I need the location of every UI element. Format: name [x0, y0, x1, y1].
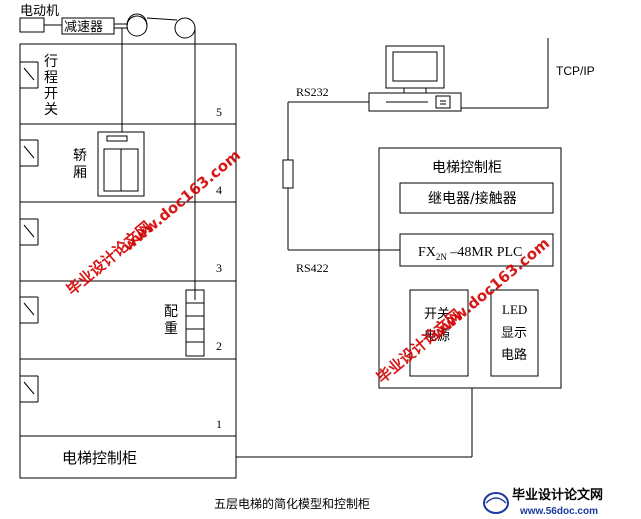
svg-text:程: 程	[44, 70, 58, 86]
plc-label: FX2N –48MR PLC	[418, 245, 522, 262]
limit-switch-4	[20, 139, 39, 167]
elevator-car	[97, 131, 145, 197]
logo-url: www.56doc.com	[519, 506, 598, 517]
converter-box	[282, 159, 294, 189]
relay-label: 继电器/接触器	[428, 190, 517, 207]
limit-switch-5	[20, 61, 39, 89]
computer-icon	[368, 45, 462, 112]
svg-text:关: 关	[44, 102, 58, 118]
svg-text:轿: 轿	[73, 148, 87, 164]
relay-box	[399, 182, 554, 214]
svg-text:配: 配	[164, 304, 178, 320]
limit-switch-3	[20, 218, 39, 246]
reducer-box	[61, 17, 115, 35]
svg-text:开: 开	[44, 86, 58, 102]
motor-icon	[19, 17, 45, 33]
motor-label: 电动机	[20, 4, 59, 19]
bottom-control-cabinet: 电梯控制柜	[19, 435, 237, 479]
cabinet-title: 电梯控制柜	[432, 160, 502, 176]
power-switch-box	[409, 289, 469, 377]
power-switch-label-top: 开关	[424, 307, 450, 322]
floor-number-2: 2	[216, 339, 222, 353]
motor-assembly: 电动机 减速器	[19, 4, 196, 300]
limit-switch-1	[20, 375, 39, 403]
limit-switch-label: 行 程 开 关	[44, 54, 58, 118]
counterweight	[185, 289, 205, 357]
guide-pulley	[174, 17, 196, 39]
power-switch-label-bottom: 电源	[424, 329, 450, 344]
floor-number-4: 4	[216, 183, 222, 197]
serial-link	[282, 101, 400, 251]
svg-text:重: 重	[164, 321, 178, 337]
floor-number-5: 5	[216, 105, 222, 119]
led-display-label: 显示	[501, 326, 527, 341]
limit-switches	[20, 61, 39, 403]
led-label: LED	[502, 302, 527, 317]
rs232-label: RS232	[296, 85, 329, 99]
svg-text:行: 行	[44, 54, 58, 70]
logo-title: 毕业设计论文网	[512, 487, 603, 503]
traction-pulley	[126, 15, 148, 37]
reducer-label: 减速器	[64, 20, 103, 35]
control-cabinet: 电梯控制柜 继电器/接触器 FX2N –48MR PLC 开关 电源 LED 显…	[378, 147, 562, 389]
plc-box	[399, 233, 554, 267]
led-circuit-label: 电路	[501, 347, 527, 363]
floor-number-3: 3	[216, 261, 222, 275]
led-display-box	[490, 289, 539, 377]
logo-globe-icon	[483, 492, 509, 514]
floor-numbers: 5 4 3 2 1	[216, 105, 222, 431]
site-logo: 毕业设计论文网 www.56doc.com	[483, 487, 603, 517]
floor-number-1: 1	[216, 417, 222, 431]
svg-text:电梯控制柜: 电梯控制柜	[62, 449, 137, 467]
figure-caption: 五层电梯的简化模型和控制柜	[214, 496, 370, 511]
cabinet-cable	[236, 388, 473, 458]
car-label: 轿 厢	[73, 148, 87, 181]
tcpip-label: TCP/IP	[556, 64, 595, 78]
rs422-label: RS422	[296, 261, 329, 275]
svg-text:厢: 厢	[73, 165, 87, 181]
limit-switch-2	[20, 296, 39, 324]
counterweight-label: 配 重	[164, 304, 178, 337]
